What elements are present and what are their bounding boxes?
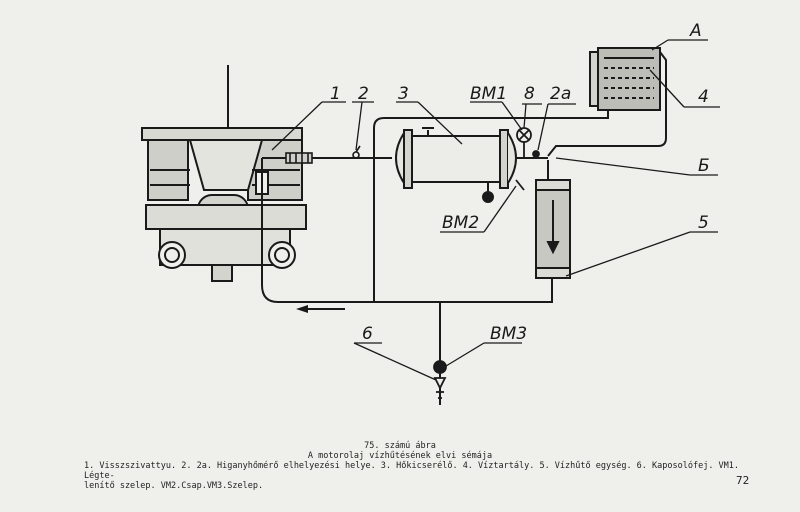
label-b: Б [698,156,710,176]
drain-assembly [433,360,447,399]
thermometer-point [352,145,361,159]
air-release-valve [515,127,540,191]
label-6: 6 [362,324,373,344]
label-a: А [689,21,702,41]
legend-line-1: 1. Visszszivattyu. 2. 2a. Higanyhőmérő e… [84,461,740,481]
label-5: 5 [698,213,709,233]
label-8: 8 [524,84,535,104]
label-vm2: ВМ2 [442,213,479,233]
engine-block [141,65,307,282]
label-3: 3 [398,84,409,104]
page-number: 72 [736,474,750,487]
heat-exchanger [395,127,517,203]
label-2a: 2а [550,84,571,104]
water-tank [589,47,661,111]
radiator-unit [535,179,571,279]
label-vm1: ВМ1 [470,84,507,104]
label-4: 4 [698,87,709,107]
figure-number: 75. számú ábra [364,441,436,451]
flow-arrow [296,305,345,313]
label-vm3: ВМ3 [490,324,527,344]
pump-component [285,152,313,164]
figure-title: A motorolaj vízhűtésének elvi sémája [307,451,493,461]
label-1: 1 [330,84,341,104]
leader-lines [271,39,720,381]
label-2: 2 [358,84,369,104]
pipe-network [261,51,667,405]
figure-legend: 1. Visszszivattyu. 2. 2a. Higanyhőmérő e… [84,461,774,491]
legend-line-2: lenítő szelep. VM2.Csap.VM3.Szelep. [84,481,264,491]
